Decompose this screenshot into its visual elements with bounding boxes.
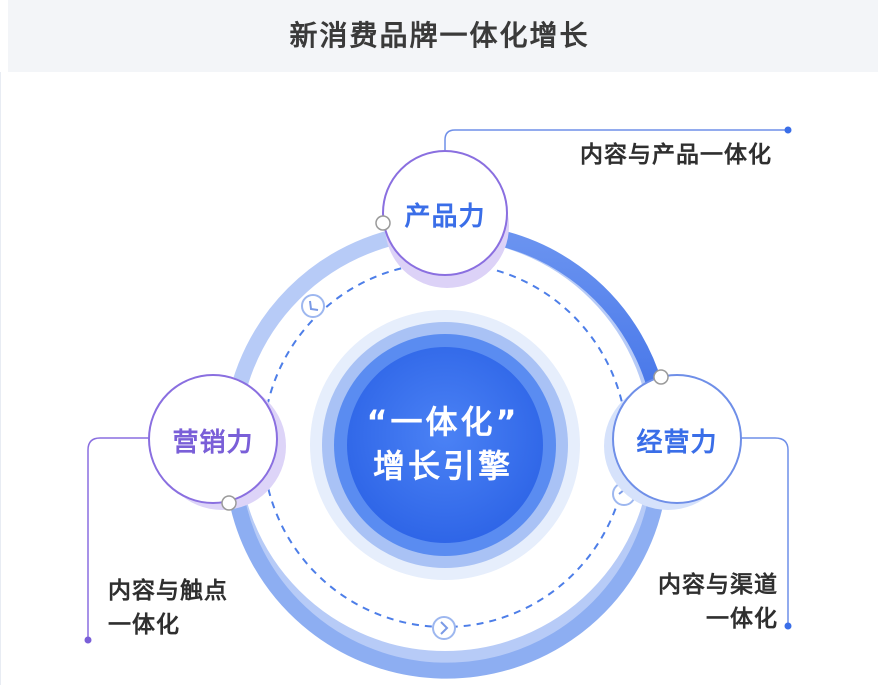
outer-ring-bottom-arc (228, 493, 663, 679)
node-label-operation: 经营力 (636, 428, 718, 458)
callout-line-product (444, 129, 788, 152)
callout-operation: 内容与渠道 一体化 (640, 568, 778, 636)
ring-joint-dot-right (653, 369, 669, 385)
node-marketing (148, 374, 286, 510)
callout-dot-marketing (84, 636, 92, 644)
node-product (382, 150, 509, 288)
center-line-2: 增长引擎 (372, 447, 513, 485)
node-label-marketing: 营销力 (172, 428, 254, 458)
callout-marketing-line-2: 一体化 (108, 612, 180, 638)
callout-line-operation (740, 437, 789, 626)
callout-marketing: 内容与触点 一体化 (108, 574, 228, 642)
core-circle (347, 347, 543, 543)
callout-dot-product (784, 126, 792, 134)
node-operation (604, 374, 742, 510)
callout-operation-line-2: 一体化 (706, 606, 778, 632)
page-title: 新消费品牌一体化增长 (289, 19, 590, 52)
callout-dot-operation (784, 622, 792, 630)
callout-line-marketing (87, 437, 150, 640)
center-engine-text: “一体化” 增长引擎 (333, 400, 553, 488)
header-band (8, 0, 878, 72)
ring-joint-dot-left (221, 495, 237, 511)
center-line-1: “一体化” (366, 403, 520, 441)
ring-joint-dot-top (375, 215, 391, 231)
node-label-product: 产品力 (404, 202, 486, 232)
callout-product: 内容与产品一体化 (580, 142, 772, 168)
left-edge-line (0, 72, 1, 685)
callout-marketing-line-1: 内容与触点 (108, 578, 228, 604)
ring-arrow-marker-bottom (432, 616, 456, 640)
callout-operation-line-1: 内容与渠道 (658, 572, 778, 598)
ring-arrow-marker-left (301, 294, 325, 318)
